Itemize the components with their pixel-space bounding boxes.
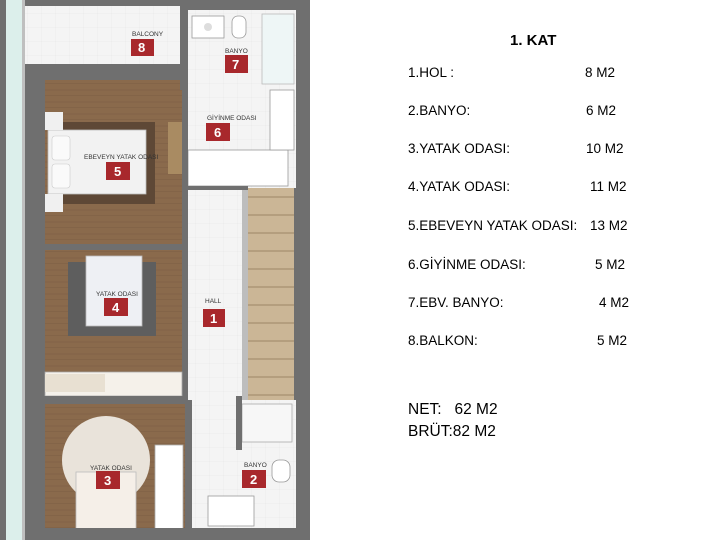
- bath2-label: BANYO: [244, 462, 267, 469]
- balcony-floor: [25, 6, 180, 64]
- net-area: NET: 62 M2: [408, 401, 498, 418]
- legend-row: 6.GİYİNME ODASI: 5 M2: [408, 257, 625, 272]
- master-nightstand-2: [45, 194, 63, 212]
- floor-title: 1. KAT: [510, 32, 557, 49]
- bed4-number: 4: [112, 300, 120, 315]
- window-frame: [22, 0, 25, 540]
- room-area: 10 M2: [586, 141, 624, 156]
- bed3-label: YATAK ODASI: [90, 465, 132, 472]
- legend-row: 7.EBV. BANYO: 4 M2: [408, 295, 629, 310]
- room-name: 1.HOL :: [408, 65, 455, 80]
- sink-2: [207, 495, 255, 527]
- area-legend: 1. KAT 1.HOL : 8 M2 2.BANYO: 6 M2 3.YATA…: [408, 0, 708, 540]
- dressing-number: 6: [214, 125, 221, 140]
- room-name: 4.YATAK ODASI:: [408, 179, 511, 194]
- dressing-label: GİYİNME ODASI: [207, 113, 257, 122]
- room-name: 5.EBEVEYN YATAK ODASI:: [408, 218, 578, 233]
- floor-plan-drawing: BALCONY 8 BANYO 7 GİYİNME ODASI 6 EBEVEY…: [0, 0, 310, 540]
- bath2-number: 2: [250, 472, 257, 487]
- legend-row: 5.EBEVEYN YATAK ODASI: 13 M2: [408, 218, 628, 233]
- hall-floor: [188, 188, 242, 400]
- floor-plan: BALCONY 8 BANYO 7 GİYİNME ODASI 6 EBEVEY…: [0, 0, 310, 540]
- bedroom-4-desk: [45, 374, 105, 392]
- bedroom-3-closet: [154, 444, 184, 531]
- balcony-number: 8: [138, 40, 145, 55]
- room-name: 6.GİYİNME ODASI:: [408, 257, 526, 272]
- dressing-closet-top: [187, 149, 289, 187]
- toilet-ebv: [231, 15, 247, 39]
- shower-glass: [261, 13, 295, 85]
- room-area: 5 M2: [595, 257, 626, 272]
- hall-label: HALL: [205, 298, 222, 305]
- room-name: 8.BALKON:: [408, 333, 478, 348]
- legend-row: 1.HOL : 8 M2: [408, 65, 615, 80]
- master-label: EBEVEYN YATAK ODASI: [84, 154, 158, 161]
- toilet-2: [271, 459, 291, 483]
- dressing-shelf: [168, 122, 182, 174]
- legend-row: 8.BALKON: 5 M2: [408, 333, 627, 348]
- sink-basin-ebv: [204, 23, 212, 31]
- ebv-bath-number: 7: [232, 57, 239, 72]
- room-area: 8 M2: [585, 65, 616, 80]
- ebv-bath-label: BANYO: [225, 48, 248, 55]
- shower-2: [241, 403, 293, 443]
- room-area: 13 M2: [590, 218, 628, 233]
- master-pillow-1: [51, 135, 71, 161]
- master-number: 5: [114, 164, 121, 179]
- room-name: 7.EBV. BANYO:: [408, 295, 504, 310]
- interior-walls: [40, 0, 310, 540]
- room-name: 2.BANYO:: [408, 103, 471, 118]
- room-area: 4 M2: [599, 295, 630, 310]
- stairs: [248, 188, 294, 400]
- master-pillow-2: [51, 163, 71, 189]
- room-name: 3.YATAK ODASI:: [408, 141, 511, 156]
- balcony-label: BALCONY: [132, 31, 164, 38]
- legend-row: 3.YATAK ODASI: 10 M2: [408, 141, 624, 156]
- master-nightstand-1: [45, 112, 63, 130]
- bed4-label: YATAK ODASI: [96, 291, 138, 298]
- bed3-number: 3: [104, 473, 111, 488]
- room-area: 5 M2: [597, 333, 628, 348]
- legend-row: 4.YATAK ODASI: 11 M2: [408, 179, 627, 194]
- gross-area: BRÜT:82 M2: [408, 423, 496, 440]
- window-glass: [6, 0, 22, 540]
- dressing-closet-side: [269, 89, 295, 151]
- legend-row: 2.BANYO: 6 M2: [408, 103, 616, 118]
- stair-rail: [242, 188, 248, 400]
- room-area: 11 M2: [590, 179, 627, 194]
- hall-number: 1: [210, 311, 217, 326]
- room-area: 6 M2: [586, 103, 617, 118]
